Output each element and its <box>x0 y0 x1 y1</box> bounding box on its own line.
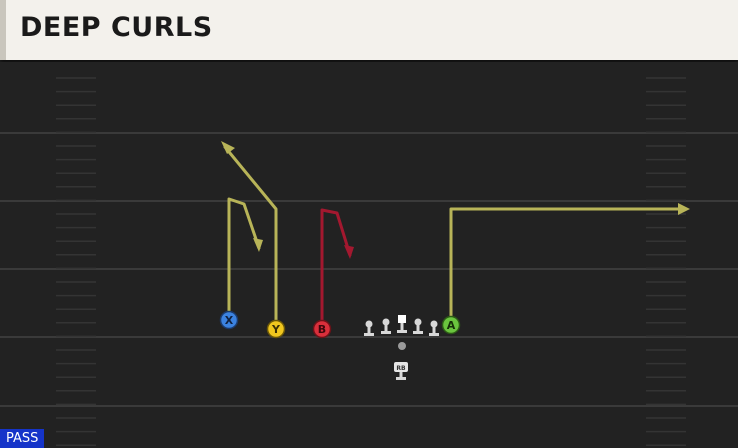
rb-label: RB <box>396 365 406 372</box>
lineman-icon <box>429 320 439 336</box>
y-button-label: Y <box>271 323 281 336</box>
play-title: DEEP CURLS <box>20 12 213 43</box>
b-button-label: B <box>318 323 326 336</box>
a-button-icon[interactable]: A <box>441 315 461 335</box>
play-title-bar: DEEP CURLS <box>0 0 738 60</box>
x-button-icon[interactable]: X <box>219 310 239 330</box>
yard-lines <box>0 132 738 407</box>
running-back-icon: RB <box>394 362 408 380</box>
play-field: RB X Y B A <box>0 62 738 448</box>
center-icon <box>397 315 407 333</box>
y-button-icon[interactable]: Y <box>266 319 286 339</box>
route-x-arrowhead <box>253 238 263 252</box>
play-diagram: RB X Y B A <box>0 77 738 446</box>
route-a-arrowhead <box>678 203 690 215</box>
route-b-arrowhead <box>344 245 354 259</box>
hash-marks <box>56 77 686 446</box>
route-b-curl <box>320 208 352 329</box>
b-button-icon[interactable]: B <box>312 319 332 339</box>
quarterback-icon <box>398 342 406 350</box>
lineman-icon <box>381 318 391 334</box>
lineman-icon <box>413 318 423 334</box>
x-button-label: X <box>225 314 234 327</box>
lineman-icon <box>364 320 374 336</box>
route-x-curl <box>227 197 261 321</box>
a-button-label: A <box>447 319 456 332</box>
route-y-post <box>223 145 278 328</box>
offensive-line <box>364 315 439 336</box>
route-y-arrowhead <box>221 141 235 154</box>
play-type-badge: PASS <box>0 429 45 448</box>
route-a-go-out <box>449 207 686 324</box>
title-accent <box>0 0 6 60</box>
